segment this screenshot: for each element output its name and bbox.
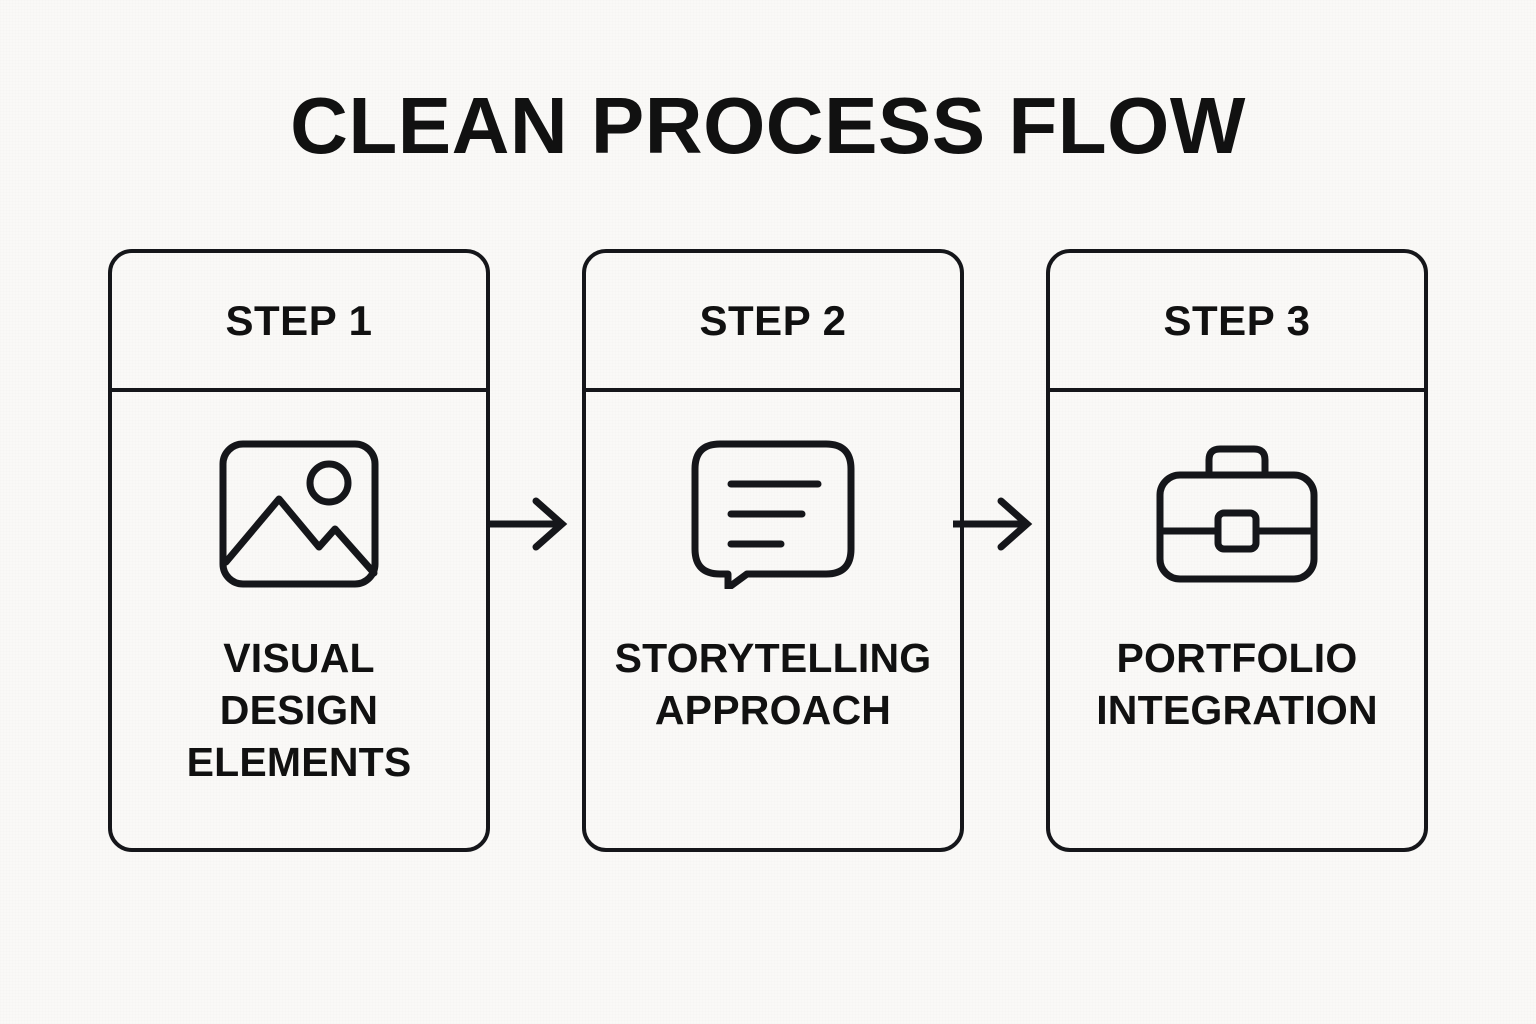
step-3-caption-line-2: INTEGRATION [1096, 687, 1378, 733]
arrow-right-icon [953, 497, 1033, 551]
step-1-caption: VISUAL DESIGN ELEMENTS [126, 632, 472, 788]
step-3-icon-wrap [1050, 436, 1424, 591]
step-1-caption-line-2: DESIGN [219, 687, 379, 733]
page-title: CLEAN PROCESS FLOW [290, 81, 1246, 170]
step-1-label: STEP 1 [225, 296, 373, 344]
briefcase-icon [1156, 445, 1318, 582]
step-3-label: STEP 3 [1163, 296, 1311, 344]
step-card-1-body: VISUAL DESIGN ELEMENTS [112, 392, 486, 852]
speech-bubble-icon [691, 440, 855, 589]
step-3-caption-line-1: PORTFOLIO [1116, 635, 1358, 681]
step-card-1-header: STEP 1 [112, 253, 486, 392]
step-card-2[interactable]: STEP 2 STORYTELLING APPROACH [582, 249, 964, 852]
arrow-right-icon [488, 497, 568, 551]
step-card-3[interactable]: STEP 3 PORTFOLIO INTEGRATION [1046, 249, 1428, 852]
step-2-icon-wrap [586, 436, 960, 591]
step-card-3-header: STEP 3 [1050, 253, 1424, 392]
step-card-2-body: STORYTELLING APPROACH [586, 392, 960, 852]
step-1-icon-wrap [112, 436, 486, 591]
step-1-caption-line-1: VISUAL [223, 635, 375, 681]
step-3-caption: PORTFOLIO INTEGRATION [1064, 632, 1410, 736]
step-2-caption-line-1: STORYTELLING [614, 635, 932, 681]
step-card-2-header: STEP 2 [586, 253, 960, 392]
connector-arrow-1 [486, 495, 572, 553]
image-icon [219, 440, 379, 587]
step-2-label: STEP 2 [699, 296, 847, 344]
connector-arrow-2 [951, 495, 1037, 553]
step-2-caption-line-2: APPROACH [654, 687, 892, 733]
step-card-3-body: PORTFOLIO INTEGRATION [1050, 392, 1424, 852]
step-2-caption: STORYTELLING APPROACH [600, 632, 946, 736]
step-card-1[interactable]: STEP 1 VISUAL DESIGN ELEMENTS [108, 249, 490, 852]
step-1-caption-line-3: ELEMENTS [186, 739, 412, 785]
